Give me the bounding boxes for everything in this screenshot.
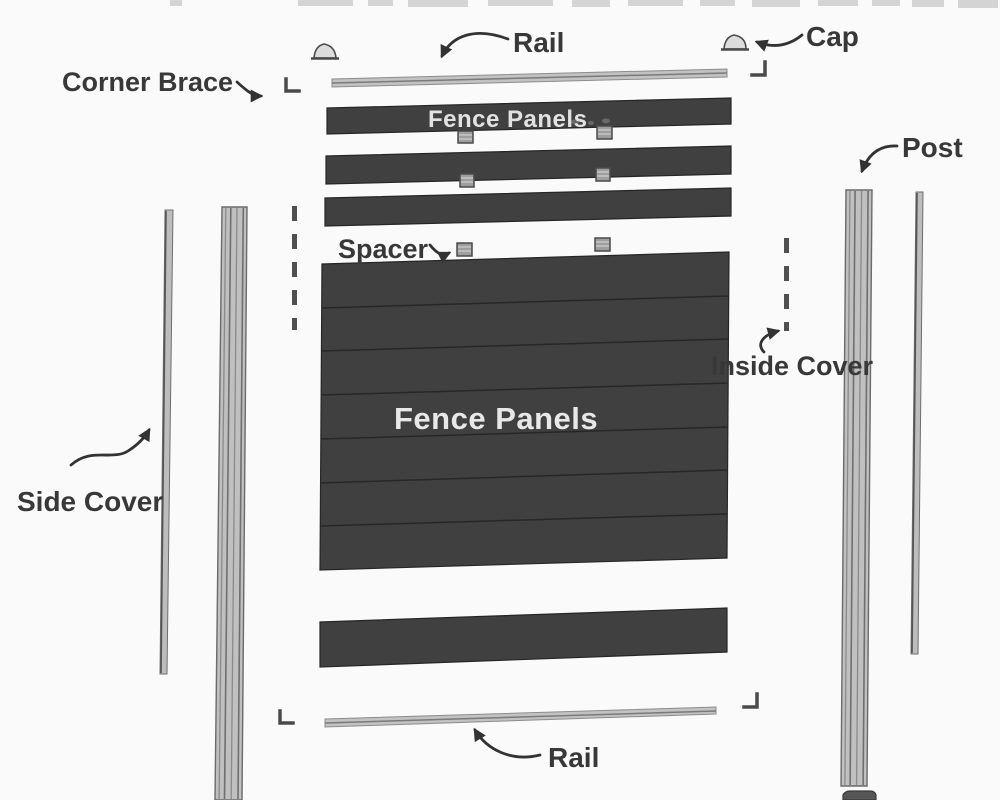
cap-label: Cap <box>806 21 859 52</box>
post-part-left <box>214 206 248 800</box>
rail-bottom-label: Rail <box>548 742 599 773</box>
faint-marks <box>571 118 610 125</box>
post-part-right <box>840 189 873 787</box>
fence-panel-1 <box>326 97 732 135</box>
fence-panel-3 <box>324 187 732 227</box>
corner-brace-part-bottom-left <box>278 709 295 725</box>
inside-cover-arrow <box>759 327 781 354</box>
spacer-arrow <box>428 243 452 264</box>
side-cover-part-left <box>159 209 174 675</box>
spacer-3 <box>459 173 475 188</box>
post-label: Post <box>902 132 963 163</box>
spacer-label: Spacer <box>338 234 429 264</box>
rail-top-arrow <box>440 32 510 59</box>
cap-part-left <box>311 43 339 60</box>
fence-panels-main-label: Fence Panels <box>394 401 598 436</box>
side-cover-arrow <box>69 427 151 467</box>
corner-brace-label: Corner Brace <box>62 67 233 97</box>
cropped-text-artifacts <box>170 0 998 8</box>
rail-top-label: Rail <box>513 27 564 58</box>
spacer-4 <box>595 167 611 182</box>
rail-bottom-arrow <box>473 727 542 759</box>
fence-panel-stack <box>319 251 730 571</box>
corner-brace-part-bottom-right <box>742 692 759 709</box>
spacer-parts <box>456 125 613 257</box>
rail-part-bottom <box>324 706 717 728</box>
corner-brace-part-top-right <box>750 60 767 77</box>
fence-panel-2 <box>325 145 732 185</box>
cap-arrow <box>754 33 804 52</box>
corner-brace-arrow <box>235 80 264 103</box>
spacer-2 <box>596 125 613 140</box>
fence-panels-top-label: Fence Panels <box>428 106 587 133</box>
fence-panel-bottom <box>319 607 728 668</box>
spacer-5 <box>456 242 473 257</box>
side-cover-part-right <box>910 191 924 655</box>
post-base-bracket <box>842 790 877 800</box>
rail-part-top <box>331 68 728 88</box>
corner-brace-part-top-left <box>284 77 301 93</box>
cap-part-right <box>721 34 749 51</box>
inside-cover-label: Inside Cover <box>711 351 874 381</box>
side-cover-label: Side Cover <box>17 486 163 517</box>
post-arrow <box>859 144 899 174</box>
spacer-1 <box>457 130 474 144</box>
spacer-6 <box>594 237 611 252</box>
